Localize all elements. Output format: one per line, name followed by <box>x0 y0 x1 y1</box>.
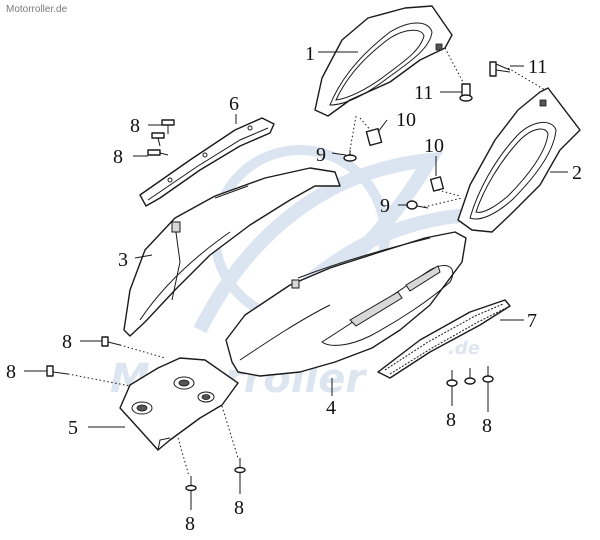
callout-8-left-b: 8 <box>6 361 16 383</box>
callout-10-a: 10 <box>396 109 416 131</box>
screw-8-left-a <box>101 336 121 347</box>
callout-8-bottom-b: 8 <box>234 497 244 519</box>
part-7-grille-strip <box>377 299 511 379</box>
watermark-suffix: .de <box>448 338 480 359</box>
callout-1: 1 <box>305 43 315 65</box>
clip-10-b <box>429 176 445 192</box>
callout-8-bottom-a: 8 <box>185 513 195 535</box>
callout-4: 4 <box>326 397 336 419</box>
callout-7: 7 <box>527 310 537 332</box>
screw-8-top-b <box>151 132 165 147</box>
part-1-side-cover-left-upper <box>314 5 453 117</box>
callout-8-top-a: 8 <box>130 115 140 137</box>
part-5-lower-panel <box>119 357 239 451</box>
callout-11-mid: 11 <box>414 82 433 104</box>
bolt-11-top <box>489 61 511 77</box>
screw-8-right-a <box>446 370 458 387</box>
part-6-trim-strip <box>139 117 275 207</box>
callout-9-a: 9 <box>316 144 326 166</box>
screw-9-a <box>343 150 357 162</box>
screw-8-bottom-b <box>234 458 246 474</box>
callout-9-b: 9 <box>380 195 390 217</box>
callout-2: 2 <box>572 162 582 184</box>
screw-8-right-c <box>482 366 494 383</box>
site-label: Motorroller.de <box>6 4 68 15</box>
screw-8-top-a <box>161 119 175 134</box>
leader-lines <box>24 51 568 510</box>
part-3-rear-side-cover <box>123 167 341 337</box>
assembly-lines <box>67 47 546 477</box>
screw-9-b <box>406 200 429 210</box>
part-2-side-cover-right <box>457 87 581 233</box>
callout-11-top: 11 <box>528 56 547 78</box>
callout-10-b: 10 <box>424 135 444 157</box>
screw-8-left-b <box>46 365 69 377</box>
callout-6: 6 <box>229 93 239 115</box>
callout-5: 5 <box>68 417 78 439</box>
callout-8-right-a: 8 <box>446 409 456 431</box>
callout-8-top-b: 8 <box>113 146 123 168</box>
screw-8-top-c <box>147 149 169 156</box>
callout-3: 3 <box>118 249 128 271</box>
part-4-main-body-cover <box>225 231 467 377</box>
callout-8-right-b: 8 <box>482 415 492 437</box>
callout-8-left-a: 8 <box>62 331 72 353</box>
clip-10-a <box>365 127 383 147</box>
screw-8-right-b <box>464 368 476 385</box>
callout-labels: 1 2 3 4 5 6 7 8 8 8 8 8 8 8 8 9 9 10 10 … <box>6 43 582 535</box>
screw-8-bottom-a <box>185 476 197 492</box>
bolt-11-mid <box>459 83 473 102</box>
